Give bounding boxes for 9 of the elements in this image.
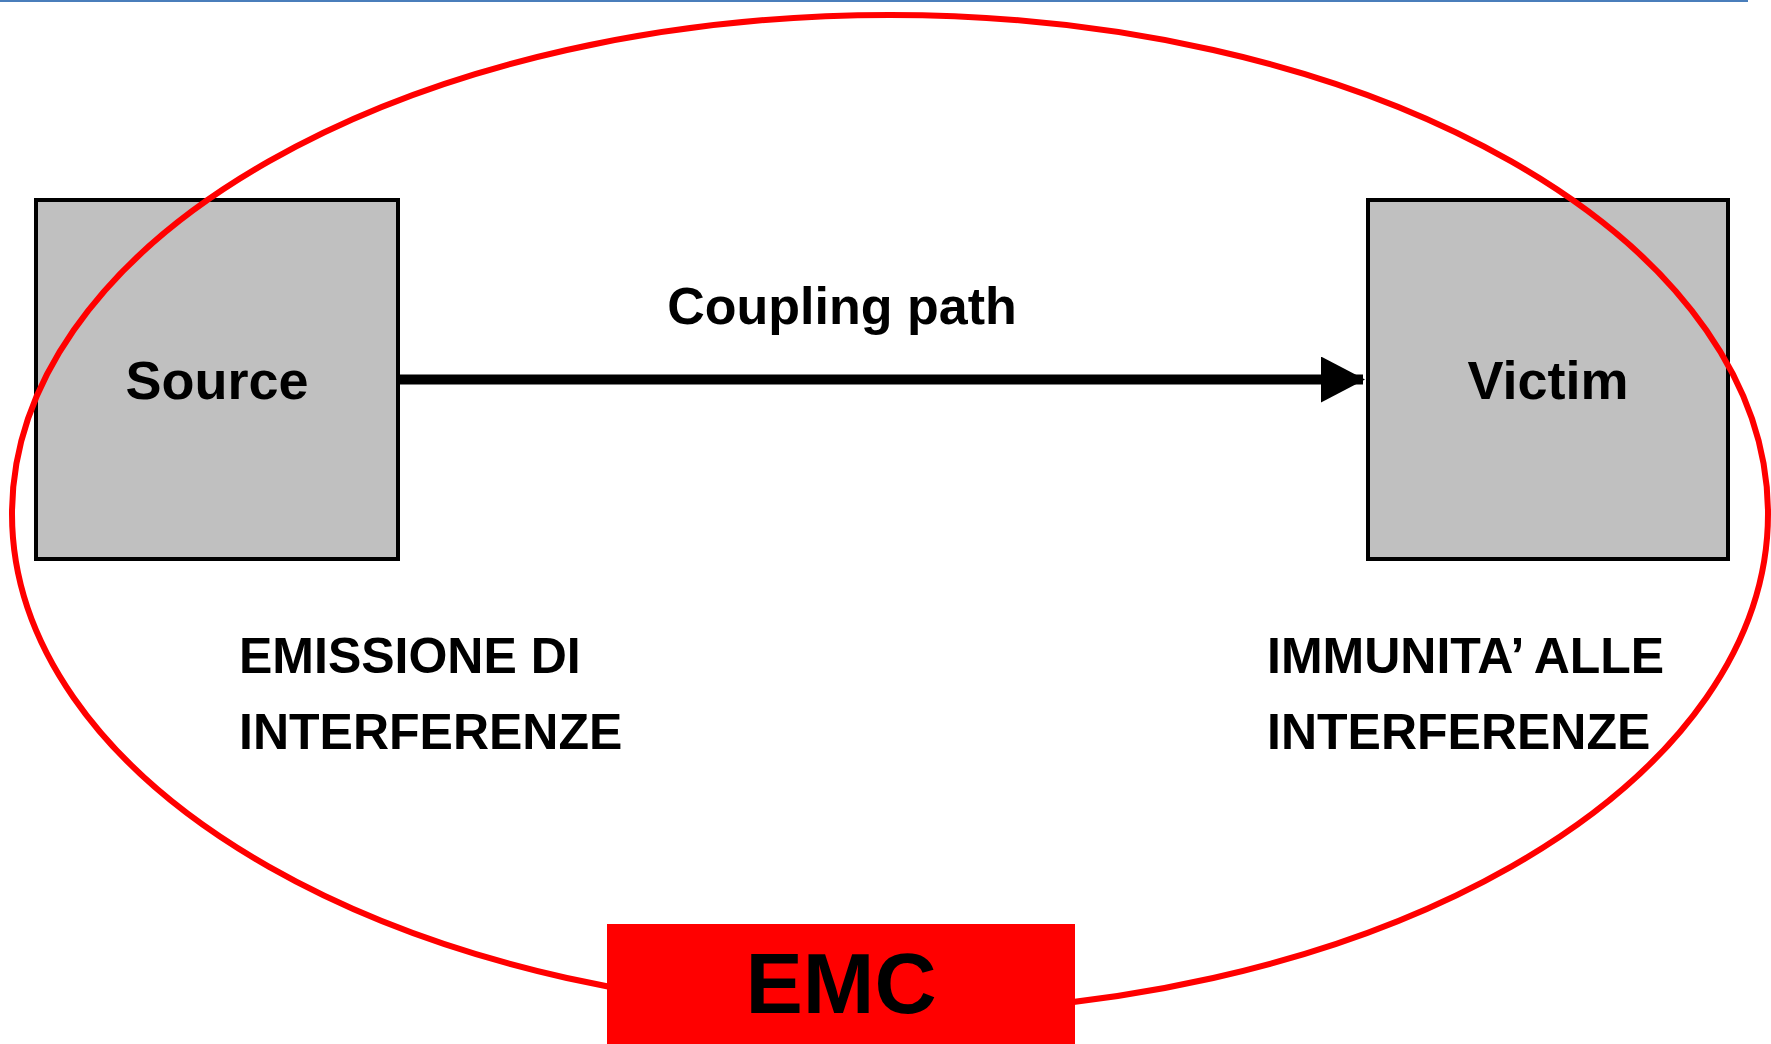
source-box xyxy=(34,198,400,561)
box-label: Source xyxy=(125,348,309,411)
box-label: EMC xyxy=(745,933,937,1033)
box-label: Victim xyxy=(1467,348,1629,411)
arrow xyxy=(400,356,1365,403)
immunity-caption: IMMUNITA’ ALLE INTERFERENZE xyxy=(1267,627,1666,762)
victim-box xyxy=(1366,198,1730,561)
emission-caption: EMISSIONE DI INTERFERENZE xyxy=(239,627,624,762)
emc-box xyxy=(607,924,1075,1044)
